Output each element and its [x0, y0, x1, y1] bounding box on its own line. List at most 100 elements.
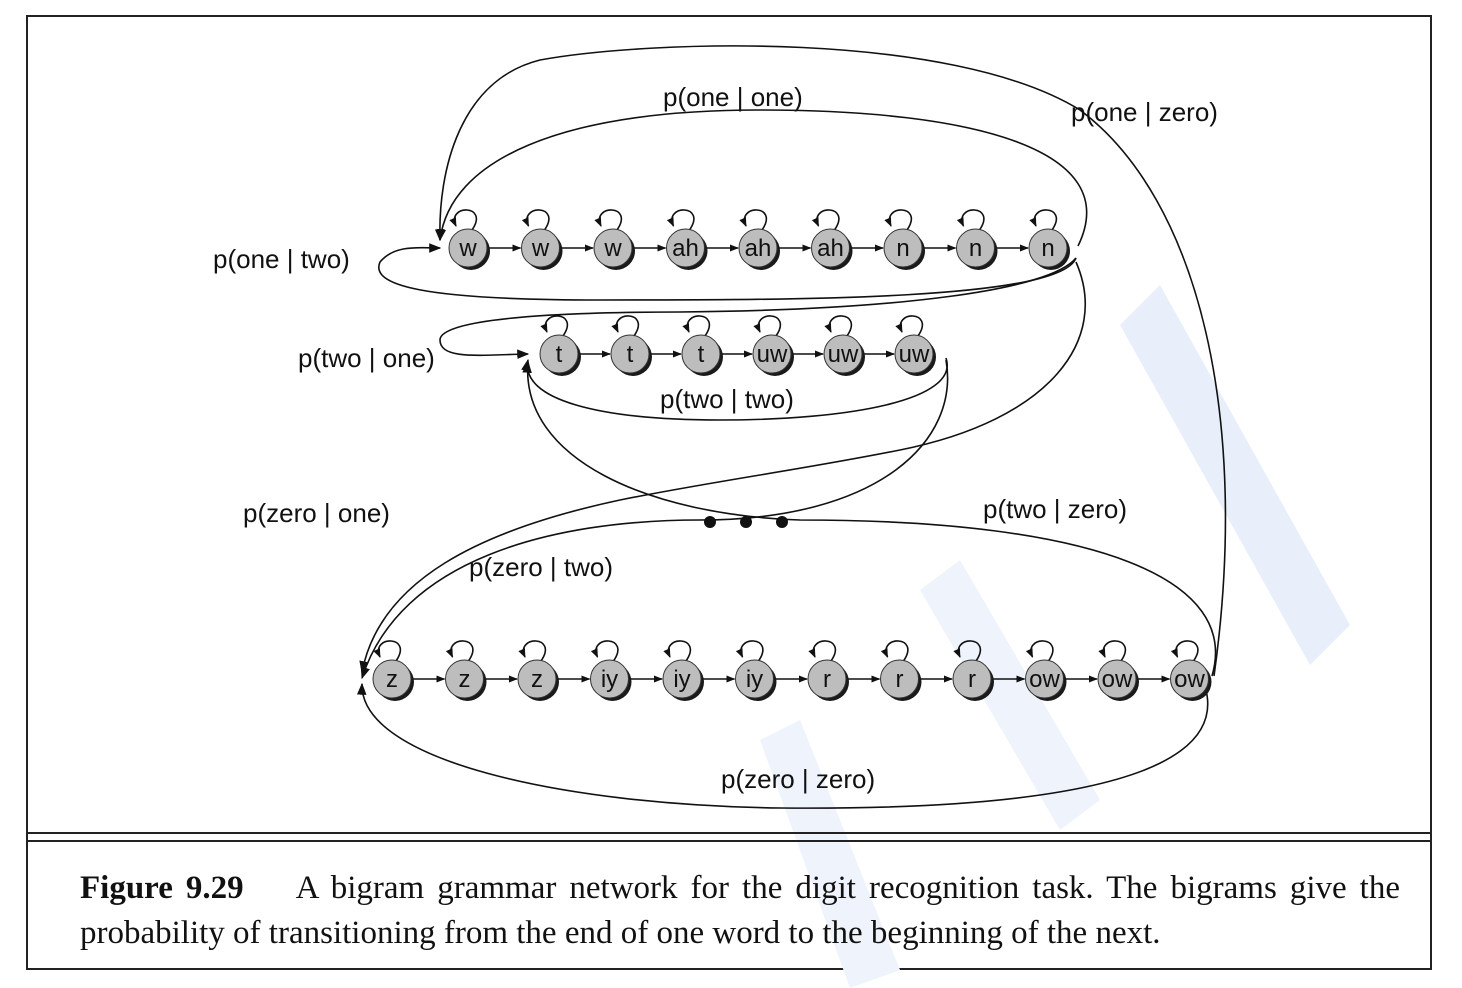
- label-zero-zero: p(zero | zero): [721, 764, 875, 794]
- state-node: [1170, 659, 1209, 699]
- state-label: uw: [757, 341, 788, 368]
- figure-frame: [26, 15, 1432, 970]
- state-node: [811, 228, 850, 268]
- self-loop-arrow: [1170, 640, 1199, 662]
- state-node: [517, 659, 557, 699]
- state-node: [681, 334, 721, 374]
- label-zero-one: p(zero | one): [243, 498, 390, 528]
- state-node: [738, 228, 778, 268]
- state-label: iy: [673, 666, 690, 693]
- ellipsis-dots: [704, 516, 788, 528]
- self-loop-arrow: [895, 315, 924, 337]
- self-loop-arrow: [594, 209, 623, 231]
- label-one-two: p(one | two): [213, 244, 350, 274]
- self-loop-arrow: [449, 209, 478, 231]
- label-zero-two: p(zero | two): [469, 552, 613, 582]
- state-node: [610, 334, 650, 374]
- self-loop-arrow: [811, 209, 840, 231]
- state-label: ow: [1102, 666, 1133, 693]
- arc-one-zero: [434, 45, 1227, 677]
- state-node: [823, 334, 863, 374]
- state-label: uw: [828, 341, 859, 368]
- state-label: n: [896, 235, 909, 262]
- self-loop-arrow: [739, 209, 768, 231]
- state-label: t: [627, 341, 634, 368]
- state-label: n: [1041, 235, 1054, 262]
- label-one-zero: p(one | zero): [1071, 97, 1218, 127]
- state-label: ow: [1029, 666, 1060, 693]
- state-node: [894, 334, 934, 374]
- state-label: w: [531, 235, 550, 262]
- state-label: iy: [601, 666, 618, 693]
- self-loop-arrow: [956, 209, 985, 231]
- state-node: [662, 659, 702, 699]
- self-loop-arrow: [808, 640, 837, 662]
- state-node: [807, 659, 847, 699]
- caption-text: A bigram grammar network for the digit r…: [80, 870, 1400, 951]
- state-label: t: [698, 341, 705, 368]
- arc-two-one: [439, 257, 1077, 360]
- arc-two-zero: [522, 360, 1217, 677]
- self-loop-arrow: [666, 209, 695, 231]
- chain-two: t t t uw uw uw: [539, 315, 936, 376]
- state-label: ah: [672, 235, 699, 262]
- state-node: [1028, 228, 1068, 268]
- self-loop-arrow: [1098, 640, 1127, 662]
- self-loop-arrow: [682, 315, 711, 337]
- state-label: r: [968, 666, 976, 693]
- state-node: [448, 228, 488, 268]
- self-loop-arrow: [953, 640, 982, 662]
- state-label: z: [531, 666, 543, 693]
- state-node: [752, 334, 792, 374]
- self-loop-arrow: [824, 315, 853, 337]
- transition-labels: p(one | one) p(one | zero) p(one | two) …: [213, 82, 1218, 794]
- state-node: [956, 228, 995, 268]
- self-loop-arrow: [518, 640, 547, 662]
- state-node: [590, 659, 629, 699]
- state-node: [539, 334, 579, 374]
- state-node: [735, 659, 774, 699]
- self-loop-arrow: [1025, 640, 1054, 662]
- label-one-one: p(one | one): [663, 82, 803, 112]
- label-two-zero: p(two | zero): [983, 494, 1127, 524]
- self-loop-arrow: [445, 640, 474, 662]
- state-label: t: [556, 341, 563, 368]
- figure-label: Figure 9.29: [80, 870, 244, 906]
- state-node: [593, 228, 633, 268]
- self-loop-arrow: [884, 209, 913, 231]
- state-label: w: [603, 235, 622, 262]
- watermark: [760, 285, 1350, 988]
- state-label: r: [896, 666, 904, 693]
- state-label: n: [969, 235, 982, 262]
- self-loop-arrow: [753, 315, 782, 337]
- arc-two-two: [521, 357, 948, 421]
- arc-zero-one: [359, 261, 1086, 674]
- self-loop-arrow: [540, 315, 569, 337]
- state-label: w: [458, 235, 477, 262]
- label-two-two: p(two | two): [660, 384, 794, 414]
- state-node: [445, 659, 484, 699]
- state-node: [666, 228, 705, 268]
- label-two-one: p(two | one): [298, 343, 435, 373]
- arc-zero-two: [360, 359, 949, 680]
- state-label: ah: [745, 235, 772, 262]
- self-loop-arrow: [663, 640, 692, 662]
- state-label: z: [386, 666, 398, 693]
- state-label: uw: [899, 341, 930, 368]
- self-loop-arrow: [1029, 209, 1058, 231]
- self-loop-arrow: [521, 209, 550, 231]
- self-loop-arrow: [880, 640, 909, 662]
- state-node: [883, 228, 923, 268]
- state-label: iy: [746, 666, 763, 693]
- state-label: z: [459, 666, 471, 693]
- state-node: [1097, 659, 1137, 699]
- self-loop-arrow: [373, 640, 402, 662]
- state-node: [880, 659, 919, 699]
- state-label: ow: [1174, 666, 1205, 693]
- self-loop-arrow: [611, 315, 640, 337]
- state-label: r: [823, 666, 831, 693]
